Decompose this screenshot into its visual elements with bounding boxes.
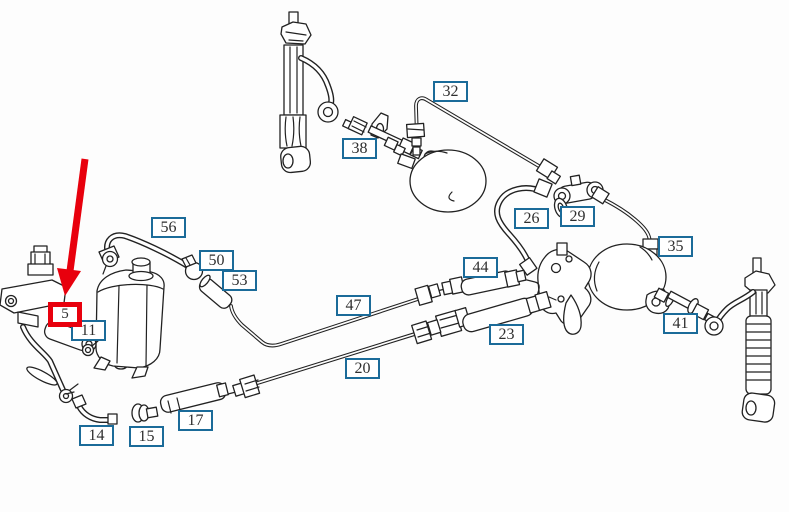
callout-15[interactable]: 15 <box>129 426 164 447</box>
callout-53[interactable]: 53 <box>222 270 257 291</box>
callout-23[interactable]: 23 <box>489 324 524 345</box>
callout-20[interactable]: 20 <box>345 358 380 379</box>
hose-26-object <box>494 178 553 276</box>
callout-44[interactable]: 44 <box>463 257 498 278</box>
hose-44-object <box>436 269 540 297</box>
callout-29[interactable]: 29 <box>560 206 595 227</box>
grommet-15-object <box>131 403 159 423</box>
callout-41[interactable]: 41 <box>663 313 698 334</box>
callout-5-highlighted[interactable]: 5 <box>48 302 82 327</box>
pressure-pipe-32 <box>405 96 562 185</box>
pump-assembly <box>0 245 79 404</box>
shock-absorber-right <box>704 257 776 423</box>
reservoir-tank <box>81 257 165 379</box>
callout-35[interactable]: 35 <box>658 236 693 257</box>
callout-17[interactable]: 17 <box>178 410 213 431</box>
callout-56[interactable]: 56 <box>151 217 186 238</box>
hose-17-object <box>159 382 229 414</box>
junction-bracket <box>537 242 592 335</box>
pressure-pipe-35 <box>591 186 659 259</box>
callout-32[interactable]: 32 <box>433 81 468 102</box>
accumulator-sphere-left <box>383 136 487 213</box>
pressure-pipe-20 <box>227 319 442 399</box>
callout-47[interactable]: 47 <box>336 295 371 316</box>
highlight-arrow-icon <box>57 158 89 296</box>
hose-23-object <box>434 291 557 337</box>
callout-38[interactable]: 38 <box>342 138 377 159</box>
callout-14[interactable]: 14 <box>79 425 114 446</box>
shock-absorber-left <box>279 11 339 174</box>
hose-53-object <box>198 274 233 309</box>
suction-hose-56 <box>98 232 194 275</box>
pressure-pipe-47 <box>229 283 442 348</box>
clamp-50-object <box>181 254 204 281</box>
callout-50[interactable]: 50 <box>199 250 234 271</box>
elbow-hose-14 <box>65 391 118 425</box>
callout-26[interactable]: 26 <box>514 208 549 229</box>
fitting-41-object <box>653 287 716 325</box>
